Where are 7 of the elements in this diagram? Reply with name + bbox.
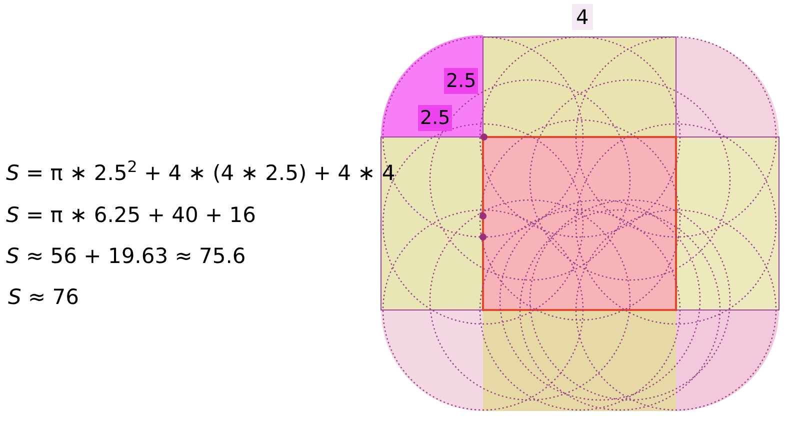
formula: S = π ∗ 6.25 + 40 + 16 xyxy=(6,202,256,229)
dimension-label: 4 xyxy=(572,4,593,30)
formula: S ≈ 56 + 19.63 ≈ 75.6 xyxy=(6,243,246,270)
formula: S = π ∗ 2.5$^{2}$ + 4 ∗ (4 ∗ 2.5) + 4 ∗ 4 xyxy=(6,158,396,187)
dimension-label: 2.5 xyxy=(444,68,478,94)
formula: S ≈ 76 xyxy=(8,284,80,311)
dimension-label: 2.5 xyxy=(418,105,452,131)
